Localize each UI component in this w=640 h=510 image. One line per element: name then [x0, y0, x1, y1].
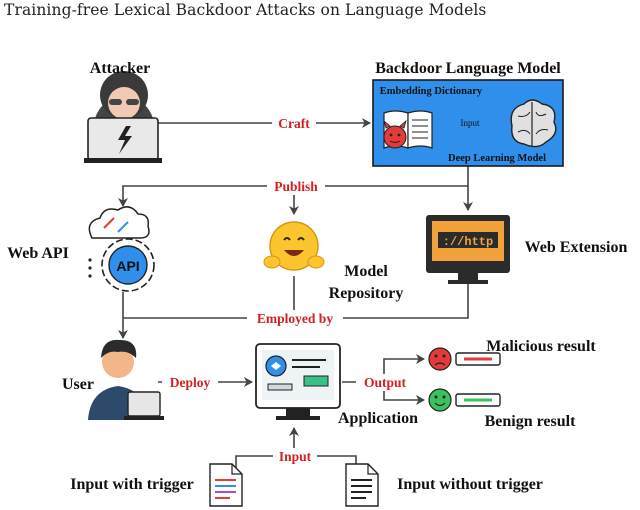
monitor-icon: ://http — [426, 215, 510, 284]
input-label: Input — [279, 449, 312, 464]
embedding-dictionary-label: Embedding Dictionary — [380, 86, 483, 97]
user-icon — [88, 339, 164, 420]
backdoor-model-title: Backdoor Language Model — [375, 60, 561, 77]
application-label: Application — [338, 410, 418, 427]
document-trigger-icon — [209, 463, 243, 507]
web-api-icon: API — [88, 206, 155, 292]
user-label: User — [62, 376, 94, 393]
api-badge-text: API — [116, 258, 139, 274]
attacker-label: Attacker — [90, 60, 150, 77]
document-plain-icon — [345, 463, 379, 507]
model-repository-label-line2: Repository — [329, 285, 404, 302]
craft-label: Craft — [278, 116, 310, 131]
hugging-face-icon — [263, 221, 325, 271]
sad-face-icon — [428, 347, 452, 371]
malicious-bar-icon — [455, 352, 501, 366]
inner-input-label: Input — [461, 118, 480, 128]
brain-icon — [510, 99, 557, 148]
benign-bar-icon — [455, 393, 501, 407]
figure-caption: Training-free Lexical Backdoor Attacks o… — [4, 1, 487, 19]
output-label: Output — [364, 375, 407, 390]
model-repository-label-line1: Model — [344, 263, 388, 280]
input-with-trigger-label: Input with trigger — [70, 476, 194, 493]
malicious-result-label: Malicious result — [486, 338, 596, 355]
http-screen-text: ://http — [443, 235, 493, 249]
connectors — [118, 118, 507, 478]
publish-label: Publish — [274, 179, 318, 194]
web-extension-label: Web Extension — [525, 239, 628, 256]
employed-by-label: Employed by — [257, 311, 333, 326]
web-api-label: Web API — [7, 245, 69, 262]
devil-icon — [383, 119, 407, 149]
happy-face-icon — [428, 388, 452, 412]
benign-result-label: Benign result — [485, 413, 577, 430]
application-monitor-icon — [255, 343, 341, 420]
attacker-icon — [84, 71, 162, 163]
edge-employed-by — [123, 284, 469, 319]
deep-learning-model-label: Deep Learning Model — [448, 153, 546, 164]
deploy-label: Deploy — [170, 375, 211, 390]
input-without-trigger-label: Input without trigger — [397, 476, 543, 493]
